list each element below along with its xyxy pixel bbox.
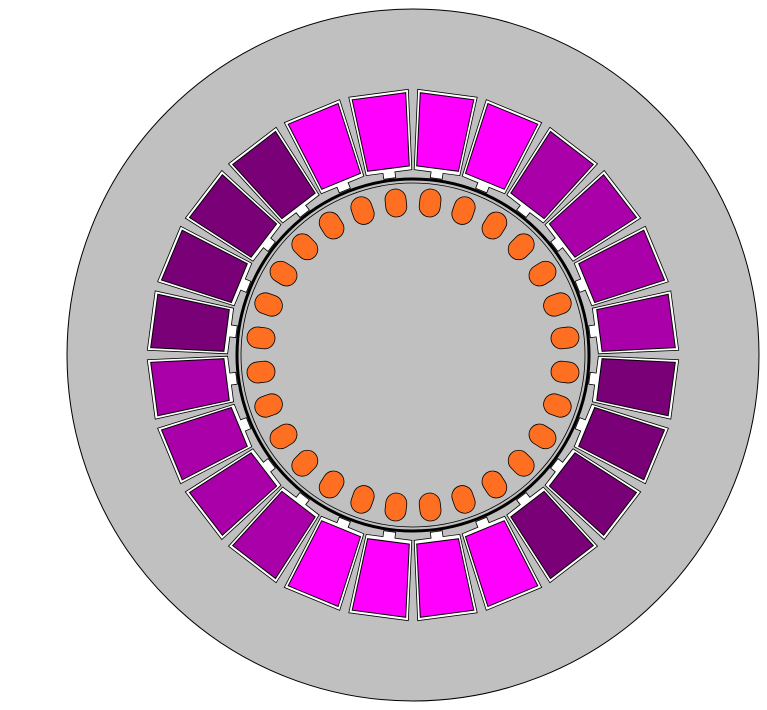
stator-slot bbox=[413, 88, 478, 180]
stator-slot bbox=[413, 530, 478, 622]
stator-slot bbox=[184, 169, 282, 262]
slot-winding bbox=[160, 229, 248, 304]
slot-winding bbox=[231, 490, 316, 580]
rotor-bar bbox=[543, 292, 572, 317]
stator-slot bbox=[588, 355, 680, 420]
stator-slot bbox=[184, 448, 282, 541]
slot-winding bbox=[231, 130, 316, 220]
rotor-bar bbox=[291, 233, 319, 261]
rotor-bar bbox=[481, 470, 508, 499]
rotor-bar bbox=[451, 485, 476, 514]
slot-winding bbox=[464, 520, 539, 608]
stator-slot bbox=[227, 126, 320, 224]
slot-winding bbox=[150, 358, 230, 417]
rotor-bar bbox=[318, 211, 345, 240]
rotor-bar bbox=[318, 470, 345, 499]
slot-winding bbox=[287, 520, 362, 608]
slot-winding bbox=[160, 406, 248, 481]
slot-winding bbox=[578, 406, 666, 481]
stator-slot bbox=[461, 515, 543, 611]
slot-winding bbox=[188, 452, 278, 537]
stator-slot bbox=[588, 290, 680, 355]
rotor-bar bbox=[291, 449, 319, 477]
rotor-bars bbox=[246, 188, 580, 522]
slot-winding bbox=[510, 130, 595, 220]
stator-slot bbox=[573, 225, 669, 307]
stator-slot bbox=[146, 355, 238, 420]
slot-winding bbox=[416, 538, 475, 618]
rotor-core bbox=[240, 182, 586, 528]
stator-slots bbox=[146, 88, 680, 622]
rotor-bar bbox=[550, 326, 580, 350]
slot-winding bbox=[548, 452, 638, 537]
rotor-bar bbox=[418, 492, 442, 522]
rotor-bar bbox=[246, 326, 276, 350]
stator-slot bbox=[544, 448, 642, 541]
rotor-bar bbox=[507, 449, 535, 477]
rotor-bar bbox=[384, 188, 408, 218]
stator-slot bbox=[157, 403, 253, 485]
stator-slot bbox=[573, 403, 669, 485]
slot-winding bbox=[596, 358, 676, 417]
rotor-bar bbox=[481, 211, 508, 240]
slot-winding bbox=[287, 102, 362, 190]
rotor-bar bbox=[269, 423, 298, 450]
slot-winding bbox=[578, 229, 666, 304]
rotor-bar bbox=[418, 188, 442, 218]
slot-winding bbox=[416, 92, 475, 172]
air-gap bbox=[235, 177, 591, 533]
rotor-bar bbox=[507, 233, 535, 261]
rotor-bar bbox=[384, 492, 408, 522]
rotor-bar bbox=[550, 360, 580, 384]
stator-slot bbox=[283, 515, 365, 611]
stator-slot bbox=[146, 290, 238, 355]
stator-slot bbox=[544, 169, 642, 262]
rotor-bar bbox=[528, 423, 557, 450]
slot-winding bbox=[351, 538, 410, 618]
slot-winding bbox=[188, 173, 278, 258]
rotor-bar bbox=[254, 292, 283, 317]
slot-winding bbox=[150, 293, 230, 352]
slot-winding bbox=[510, 490, 595, 580]
stator-slot bbox=[157, 225, 253, 307]
rotor-bar bbox=[543, 393, 572, 418]
rotor-bar bbox=[350, 196, 375, 225]
slot-winding bbox=[548, 173, 638, 258]
stator-slot bbox=[461, 99, 543, 195]
rotor-bar bbox=[350, 485, 375, 514]
slot-winding bbox=[464, 102, 539, 190]
stator-slot bbox=[348, 88, 413, 180]
rotor-bar bbox=[528, 260, 557, 287]
stator-slot bbox=[348, 530, 413, 622]
rotor-bar bbox=[269, 260, 298, 287]
rotor-bar bbox=[254, 393, 283, 418]
rotor-bar bbox=[451, 196, 476, 225]
stator-slot bbox=[506, 126, 599, 224]
slot-winding bbox=[351, 92, 410, 172]
slot-winding bbox=[596, 293, 676, 352]
stator-slot bbox=[506, 486, 599, 584]
stator-slot bbox=[227, 486, 320, 584]
rotor bbox=[240, 182, 586, 528]
stator-slot bbox=[283, 99, 365, 195]
rotor-bar bbox=[246, 360, 276, 384]
